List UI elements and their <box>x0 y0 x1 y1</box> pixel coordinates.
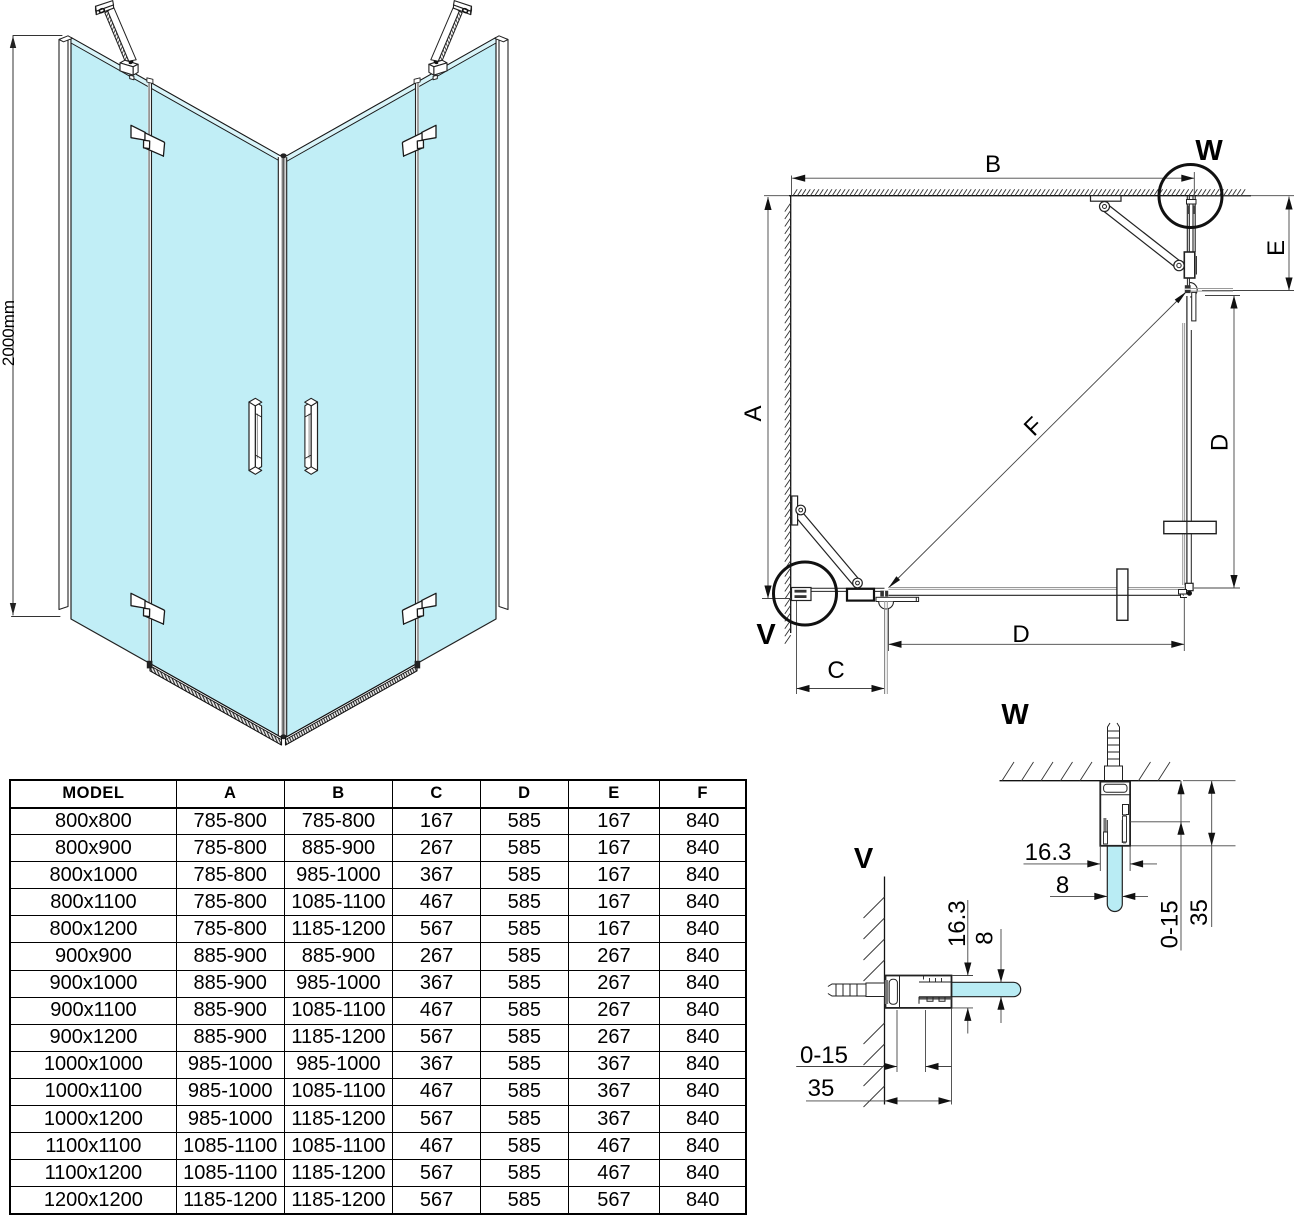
svg-text:W: W <box>1195 135 1223 167</box>
svg-text:8: 8 <box>972 931 999 944</box>
svg-text:V: V <box>854 843 874 875</box>
svg-text:V: V <box>756 619 776 651</box>
svg-text:W: W <box>1001 699 1029 731</box>
svg-text:2000mm: 2000mm <box>0 300 18 366</box>
svg-text:F: F <box>1019 412 1048 441</box>
svg-text:0-15: 0-15 <box>1157 900 1184 948</box>
svg-text:35: 35 <box>808 1075 835 1102</box>
svg-text:D: D <box>1012 621 1029 648</box>
svg-text:16.3: 16.3 <box>944 900 971 947</box>
svg-text:B: B <box>985 151 1001 178</box>
svg-text:35: 35 <box>1186 899 1213 926</box>
svg-text:D: D <box>1207 434 1234 451</box>
svg-text:C: C <box>827 657 844 684</box>
svg-text:A: A <box>740 405 767 421</box>
svg-text:E: E <box>1263 240 1290 256</box>
svg-text:0-15: 0-15 <box>800 1042 848 1069</box>
svg-text:16.3: 16.3 <box>1025 839 1072 866</box>
svg-text:8: 8 <box>1056 872 1069 899</box>
